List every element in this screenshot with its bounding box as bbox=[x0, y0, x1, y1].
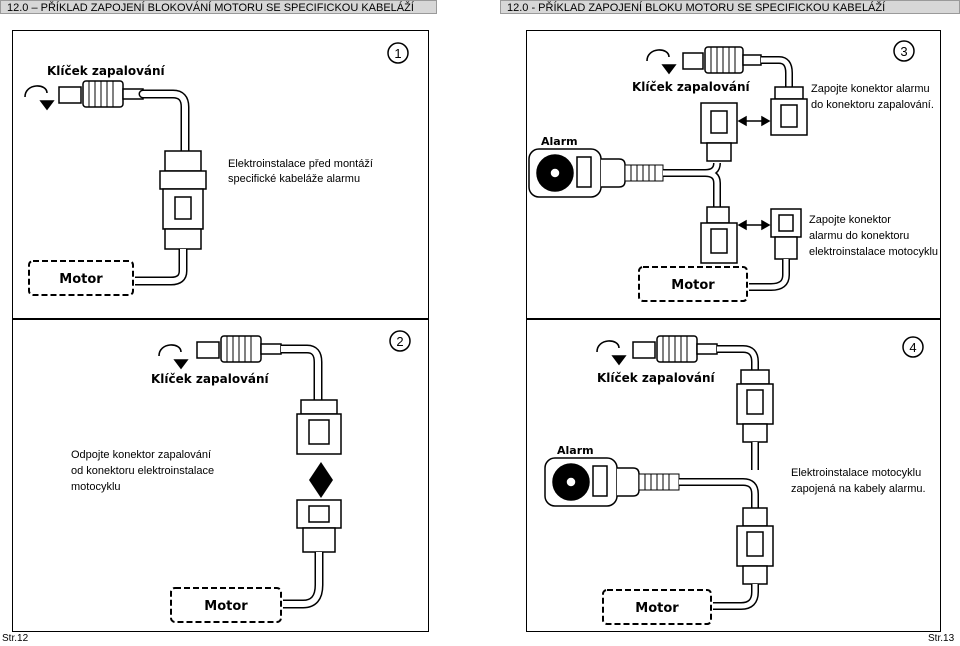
alarm-bottom-connector bbox=[700, 206, 738, 264]
diagram-note-line1: Odpojte konektor zapalování bbox=[71, 449, 211, 461]
bottom-note-line2: alarmu do konektoru bbox=[809, 230, 909, 242]
right-page-number: Str.13 bbox=[928, 633, 955, 644]
ignition-rotate-arrow-icon bbox=[158, 344, 189, 370]
motor-box: Motor bbox=[638, 266, 748, 302]
diagram-note-line2: zapojená na kabely alarmu. bbox=[791, 483, 926, 495]
diagram-note-line1: Elektroinstalace motocyklu bbox=[791, 467, 921, 479]
ignition-key-icon bbox=[682, 46, 762, 74]
alarm-cable-spring bbox=[624, 164, 664, 182]
left-page-header: 12.0 – PŘÍKLAD ZAPOJENÍ BLOKOVÁNÍ MOTORU… bbox=[0, 0, 437, 14]
svg-text:3: 3 bbox=[900, 44, 907, 59]
wiring-connector-pair bbox=[736, 507, 774, 585]
svg-text:1: 1 bbox=[394, 46, 401, 61]
svg-text:Motor: Motor bbox=[671, 278, 715, 293]
panel-4: 4 Klíček zapalování Alarm Elektroinst bbox=[526, 319, 941, 632]
disconnect-diamond-icon bbox=[309, 462, 333, 498]
left-page-number: Str.12 bbox=[2, 633, 29, 644]
right-page-title: 12.0 - PŘÍKLAD ZAPOJENÍ BLOKU MOTORU SE … bbox=[507, 2, 886, 14]
alarm-cable-spring bbox=[638, 473, 680, 491]
panel-2-diagram: 2 Klíček zapalování Odpojte konektor zap… bbox=[71, 330, 411, 623]
alarm-unit-icon bbox=[544, 457, 640, 507]
svg-text:Motor: Motor bbox=[59, 272, 103, 287]
ignition-rotate-arrow-icon bbox=[596, 340, 627, 366]
connect-arrow-bottom-icon bbox=[737, 219, 771, 231]
wire-connector bbox=[159, 150, 207, 250]
svg-text:2: 2 bbox=[396, 334, 403, 349]
connect-arrow-top-icon bbox=[737, 115, 771, 127]
motor-box: Motor bbox=[28, 260, 134, 296]
top-note-line1: Zapojte konektor alarmu bbox=[811, 83, 930, 95]
panel-1: 1 Klíček zapalování Elektroinstalace pře… bbox=[12, 30, 429, 319]
diagram-note-line1: Elektroinstalace před montáží bbox=[228, 158, 373, 170]
ignition-key-icon bbox=[58, 80, 144, 108]
svg-text:Motor: Motor bbox=[204, 599, 248, 614]
motor-box: Motor bbox=[170, 587, 282, 623]
panel-3-diagram: 3 Klíček zapalování Zapojte konektor ala… bbox=[528, 40, 938, 302]
panel-3: 3 Klíček zapalování Zapojte konektor ala… bbox=[526, 30, 941, 319]
ignition-key-label: Klíček zapalování bbox=[632, 80, 751, 94]
ignition-rotate-arrow-icon bbox=[24, 85, 55, 111]
diagram-note-line2: specifické kabeláže alarmu bbox=[228, 173, 360, 185]
ignition-connector bbox=[770, 86, 808, 136]
panel-1-diagram: 1 Klíček zapalování Elektroinstalace pře… bbox=[24, 42, 409, 296]
panel-4-diagram: 4 Klíček zapalování Alarm Elektroinst bbox=[544, 335, 926, 625]
svg-text:4: 4 bbox=[909, 340, 916, 355]
diagram-note-line3: motocyklu bbox=[71, 481, 121, 493]
alarm-label: Alarm bbox=[557, 444, 594, 457]
alarm-top-connector bbox=[700, 102, 738, 162]
alarm-unit-icon bbox=[528, 148, 626, 198]
wiring-connector bbox=[296, 499, 342, 553]
panel-number-badge: 4 bbox=[902, 336, 924, 358]
bottom-note-line1: Zapojte konektor bbox=[809, 214, 891, 226]
diagram-note-line2: od konektoru elektroinstalace bbox=[71, 465, 214, 477]
ignition-key-label: Klíček zapalování bbox=[597, 371, 716, 385]
panel-number-badge: 3 bbox=[893, 40, 915, 62]
ignition-key-icon bbox=[196, 335, 282, 363]
ignition-rotate-arrow-icon bbox=[646, 49, 677, 75]
ignition-connector-pair bbox=[736, 369, 774, 443]
panel-number-badge: 2 bbox=[389, 330, 411, 352]
ignition-key-icon bbox=[632, 335, 718, 363]
ignition-key-label: Klíček zapalování bbox=[47, 64, 166, 78]
left-page-title: 12.0 – PŘÍKLAD ZAPOJENÍ BLOKOVÁNÍ MOTORU… bbox=[7, 2, 414, 14]
panel-number-badge: 1 bbox=[387, 42, 409, 64]
wiring-connector bbox=[770, 208, 802, 260]
top-note-line2: do konektoru zapalování. bbox=[811, 99, 934, 111]
ignition-key-label: Klíček zapalování bbox=[151, 372, 270, 386]
bottom-note-line3: elektroinstalace motocyklu bbox=[809, 246, 938, 258]
svg-text:Motor: Motor bbox=[635, 601, 679, 616]
ignition-connector bbox=[296, 399, 342, 455]
right-page-header: 12.0 - PŘÍKLAD ZAPOJENÍ BLOKU MOTORU SE … bbox=[500, 0, 960, 14]
panel-2: 2 Klíček zapalování Odpojte konektor zap… bbox=[12, 319, 429, 632]
motor-box: Motor bbox=[602, 589, 712, 625]
alarm-label: Alarm bbox=[541, 135, 578, 148]
